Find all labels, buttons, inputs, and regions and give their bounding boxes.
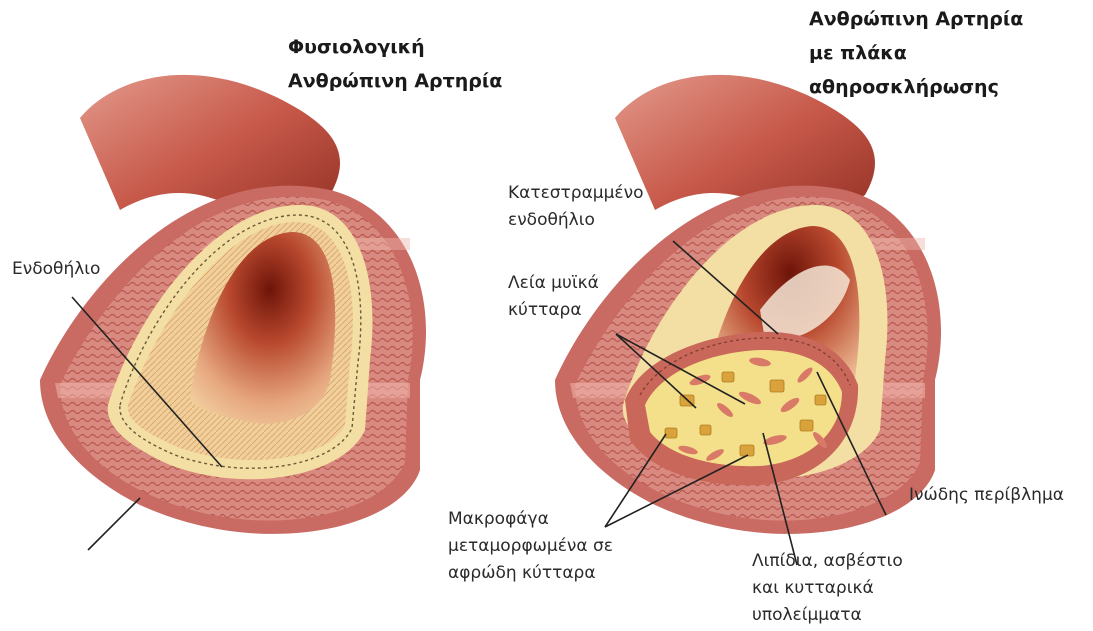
title-normal-line-2: Ανθρώπινη Αρτηρία: [288, 64, 502, 98]
label-lipids-line-1: Λιπίδια, ασβέστιο: [752, 548, 903, 575]
label-foam-cells-line-1: Μακροφάγα: [448, 506, 613, 533]
title-normal-artery: Φυσιολογική Ανθρώπινη Αρτηρία: [288, 30, 502, 98]
label-lipids-line-3: υπολείμματα: [752, 602, 903, 629]
label-endothelium: Ενδοθήλιο: [12, 256, 100, 283]
title-plaque-line-3: αθηροσκλήρωσης: [809, 70, 1023, 104]
label-foam-cells-line-2: μεταμορφωμένα σε: [448, 533, 613, 560]
leader-wall: [88, 498, 140, 550]
label-foam-cells: Μακροφάγα μεταμορφωμένα σε αφρώδη κύτταρ…: [448, 506, 613, 587]
label-damaged-endothelium: Κατεστραμμένο ενδοθήλιο: [508, 180, 644, 234]
title-plaque-line-1: Ανθρώπινη Αρτηρία: [809, 2, 1023, 36]
label-smooth-muscle-line-1: Λεία μυϊκά: [508, 270, 599, 297]
label-smooth-muscle-line-2: κύτταρα: [508, 297, 599, 324]
normal-artery: [40, 75, 426, 534]
label-fibrous-cap-line-1: Ινώδης περίβλημα: [909, 482, 1064, 509]
title-normal-line-1: Φυσιολογική: [288, 30, 502, 64]
label-foam-cells-line-3: αφρώδη κύτταρα: [448, 560, 613, 587]
label-damaged-endothelium-line-2: ενδοθήλιο: [508, 207, 644, 234]
label-lipids-line-2: και κυτταρικά: [752, 575, 903, 602]
label-smooth-muscle: Λεία μυϊκά κύτταρα: [508, 270, 599, 324]
title-plaque-artery: Ανθρώπινη Αρτηρία με πλάκα αθηροσκλήρωση…: [809, 2, 1023, 104]
label-damaged-endothelium-line-1: Κατεστραμμένο: [508, 180, 644, 207]
plaque-artery: [555, 75, 941, 534]
label-lipids: Λιπίδια, ασβέστιο και κυτταρικά υπολείμμ…: [752, 548, 903, 629]
title-plaque-line-2: με πλάκα: [809, 36, 1023, 70]
label-fibrous-cap: Ινώδης περίβλημα: [909, 482, 1064, 509]
label-endothelium-line-1: Ενδοθήλιο: [12, 256, 100, 283]
